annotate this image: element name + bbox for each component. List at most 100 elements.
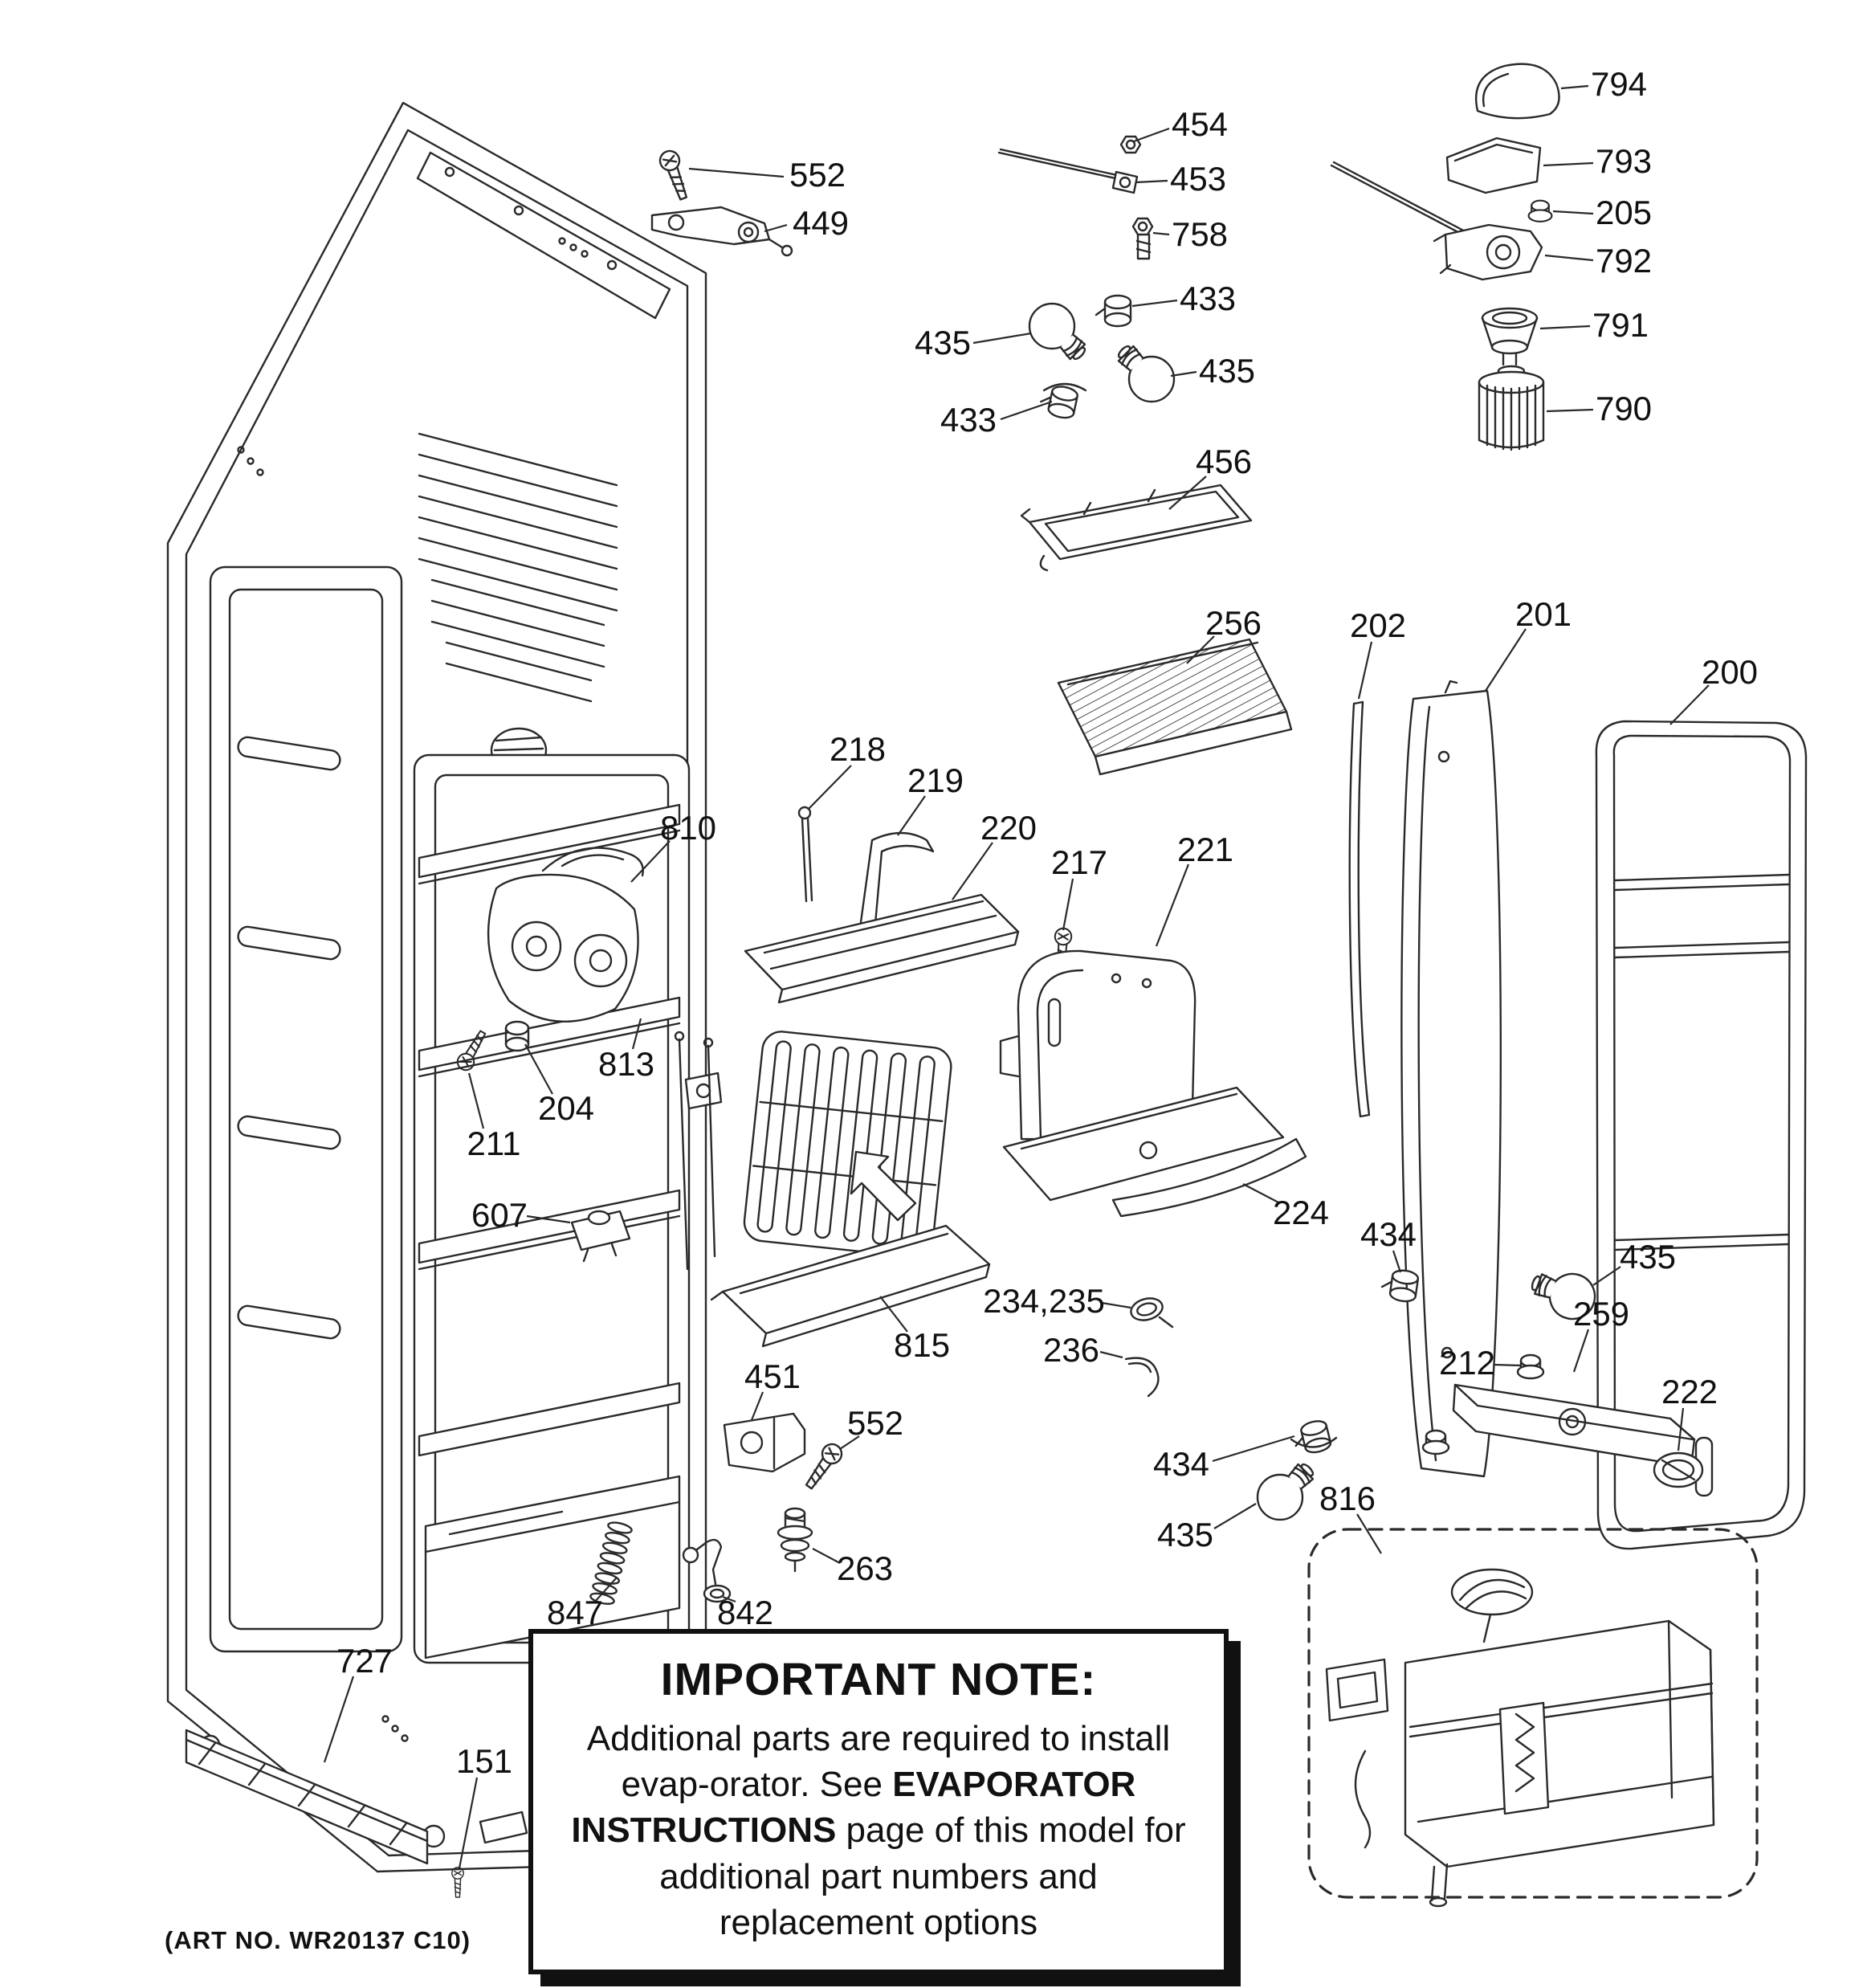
part-callout-727-47: 727 — [336, 1642, 393, 1680]
part-shelf-deck — [1002, 1086, 1285, 1202]
part-435-bulb-upper-left — [1019, 293, 1099, 373]
part-552-screw-bottom — [800, 1439, 846, 1494]
part-callout-552-0: 552 — [789, 156, 846, 194]
part-607-switch — [570, 1210, 631, 1263]
part-callout-435-7: 435 — [1198, 352, 1256, 390]
part-callout-217-23: 217 — [1050, 843, 1108, 881]
part-454-nut — [1119, 135, 1142, 154]
part-callout-236-32: 236 — [1042, 1331, 1100, 1369]
part-callout-454-2: 454 — [1171, 105, 1229, 143]
part-810-fan-shroud — [487, 847, 644, 1023]
part-435-bulb-upper-right — [1105, 333, 1184, 412]
part-callout-792-14: 792 — [1595, 242, 1653, 280]
part-evaporator — [743, 1031, 952, 1259]
part-callout-810-25: 810 — [659, 809, 717, 847]
part-callout-847-44: 847 — [546, 1594, 604, 1631]
part-433-socket-lower — [1037, 382, 1087, 421]
part-callout-451-41: 451 — [744, 1357, 801, 1395]
part-callout-211-28: 211 — [467, 1125, 521, 1162]
part-callout-202-17: 202 — [1349, 606, 1407, 644]
part-433-socket-upper — [1095, 294, 1132, 328]
part-218-rod — [797, 806, 813, 903]
note-body-text-1: Additional parts are required to install… — [586, 1719, 1171, 1805]
part-callout-220-22: 220 — [980, 809, 1037, 847]
part-220-shelf — [744, 893, 1020, 1004]
part-callout-201-18: 201 — [1514, 595, 1572, 633]
part-256-grille-shelf — [1057, 638, 1293, 776]
part-callout-433-5: 433 — [1179, 280, 1237, 317]
part-callout-552-42: 552 — [846, 1404, 904, 1442]
part-793-plate — [1445, 137, 1542, 194]
part-204-spacer — [504, 1020, 530, 1052]
part-434-socket-lower — [1290, 1418, 1338, 1458]
part-callout-222-38: 222 — [1661, 1373, 1718, 1410]
part-callout-794-11: 794 — [1590, 65, 1648, 103]
part-callout-607-29: 607 — [471, 1196, 528, 1234]
part-callout-151-48: 151 — [455, 1742, 513, 1780]
part-callout-816-46: 816 — [1319, 1480, 1376, 1517]
part-callout-263-43: 263 — [836, 1549, 894, 1587]
part-449-hinge-bracket — [650, 206, 793, 257]
part-callout-200-19: 200 — [1701, 653, 1759, 691]
part-453-tie — [997, 148, 1139, 194]
part-callout-434-39: 434 — [1152, 1445, 1210, 1483]
part-727-kickplate — [185, 1729, 429, 1865]
part-816-icemaker — [1307, 1528, 1759, 1908]
part-callout-434-34: 434 — [1360, 1215, 1417, 1253]
part-callout-212-36: 212 — [1438, 1344, 1496, 1382]
part-callout-259-37: 259 — [1572, 1295, 1630, 1333]
part-capillary-tubes — [674, 1031, 716, 1271]
part-263-valve — [777, 1507, 813, 1573]
part-callout-813-26: 813 — [597, 1045, 655, 1083]
part-222-disc — [1653, 1451, 1704, 1488]
part-451-bracket — [723, 1412, 806, 1473]
part-callout-435-40: 435 — [1156, 1516, 1214, 1553]
part-callout-842-45: 842 — [716, 1594, 774, 1631]
part-234-235-ring — [1130, 1297, 1174, 1329]
part-callout-234-235-31: 234,235 — [983, 1282, 1105, 1320]
part-callout-205-13: 205 — [1595, 194, 1653, 231]
part-456-frame — [1020, 484, 1253, 572]
note-body-bold: EVAPORATOR INSTRUCTIONS — [571, 1765, 1136, 1851]
part-202-trim-strip — [1348, 700, 1371, 1118]
part-791-funnel — [1481, 307, 1539, 366]
part-callout-453-3: 453 — [1169, 160, 1227, 198]
art-number: (ART NO. WR20137 C10) — [165, 1926, 471, 1954]
part-callout-435-6: 435 — [914, 324, 972, 361]
part-224-rail — [1111, 1137, 1307, 1218]
part-callout-456-9: 456 — [1195, 443, 1253, 480]
part-552-screw-top — [656, 147, 694, 203]
part-758-screw — [1131, 217, 1154, 260]
part-790-filter-cartridge — [1478, 365, 1545, 451]
part-794-cap — [1474, 63, 1560, 120]
part-callout-815-30: 815 — [893, 1326, 951, 1364]
part-847-spring — [589, 1521, 633, 1605]
part-callout-793-12: 793 — [1595, 142, 1653, 180]
part-water-filter-assembly — [1330, 63, 1560, 451]
part-151-screw — [451, 1867, 464, 1898]
part-201-panel — [1400, 680, 1502, 1478]
note-body-text-2: page of this model for additional part n… — [659, 1810, 1186, 1942]
note-body: Additional parts are required to install… — [561, 1716, 1196, 1945]
part-callout-433-8: 433 — [940, 401, 997, 439]
part-callout-204-27: 204 — [537, 1089, 595, 1127]
part-815-drain-pan — [710, 1224, 991, 1348]
leader-lines — [323, 84, 1710, 1869]
part-callout-224-33: 224 — [1272, 1194, 1330, 1231]
evaporator-arrow-icon — [850, 1150, 917, 1222]
part-callout-758-4: 758 — [1171, 215, 1229, 253]
part-792-bracket — [1433, 223, 1543, 281]
part-205-nut — [1527, 199, 1553, 222]
part-callout-449-1: 449 — [792, 204, 850, 242]
part-221-shroud — [999, 949, 1196, 1142]
part-435-bulb-lower — [1247, 1451, 1327, 1530]
part-callout-218-20: 218 — [829, 730, 887, 768]
note-heading: IMPORTANT NOTE: — [660, 1654, 1097, 1705]
cabinet-left-liner — [209, 565, 403, 1653]
part-259-light-cover — [1452, 1383, 1696, 1468]
part-callout-790-16: 790 — [1595, 390, 1653, 427]
part-callout-791-15: 791 — [1592, 306, 1649, 344]
part-callout-256-10: 256 — [1205, 604, 1262, 642]
